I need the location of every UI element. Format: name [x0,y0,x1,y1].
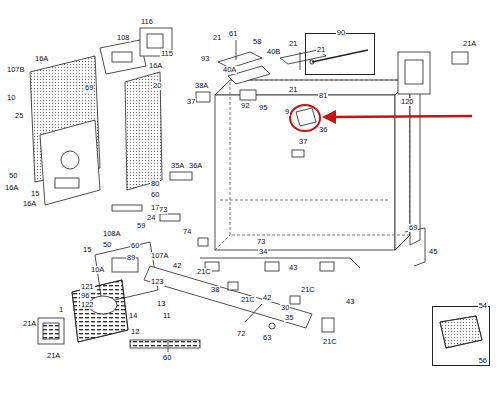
callout-number: 11 [162,312,172,320]
callout-number: 90 [336,29,346,37]
callout-number: 63 [262,334,272,342]
callout-number: 21C [240,296,256,304]
callout-number: 72 [236,330,246,338]
callout-number: 81 [318,92,328,100]
callout-number: 16A [34,55,49,63]
callout-number: 80 [150,180,160,188]
callout-number: 58 [252,38,262,46]
callout-number: 60 [162,354,172,362]
callout-number: 95 [258,104,268,112]
callout-number: 61 [228,30,238,38]
callout-number: 36 [318,126,328,134]
callout-number: 38A [194,82,209,90]
callout-number: 116 [140,18,154,26]
callout-number: 40A [222,66,237,74]
callout-number: 42 [262,294,272,302]
callout-number: 21C [300,286,316,294]
callout-number: 16A [4,184,19,192]
callout-number: 13 [156,300,166,308]
callout-number: 37 [186,98,196,106]
callout-number: 69 [408,224,418,232]
callout-number: 93 [200,55,210,63]
callout-number: 60 [130,242,140,250]
callout-number: 21A [46,352,61,360]
callout-number: 108 [116,34,131,42]
callout-number: 16A [148,62,163,70]
callout-number: 15 [82,246,92,254]
callout-number: 50 [102,241,112,249]
callout-number: 21 [288,86,298,94]
callout-number: 34 [258,248,268,256]
callout-number: 92 [240,102,250,110]
callout-number: 42 [172,262,182,270]
callout-number: 35A [170,162,185,170]
callout-number: 54 [478,302,488,310]
callout-number: 69 [84,84,94,92]
callout-number: 73 [158,206,168,214]
callout-number: 43 [345,298,355,306]
callout-number: 89 [126,254,136,262]
callout-number: 21 [212,34,222,42]
callout-number: 43 [288,264,298,272]
callout-number: 25 [14,112,24,120]
callout-number: 21C [196,268,212,276]
callout-number: 37 [298,138,308,146]
callout-number: 120 [400,98,415,106]
callout-number: 123 [150,278,165,286]
callout-number: 21A [462,40,477,48]
callout-number: 122 [80,301,95,309]
callout-number: 21C [322,338,338,346]
callout-number: 9 [284,108,290,116]
callout-number: 107B [6,66,26,74]
callout-number: 21 [316,46,326,54]
callout-number: 16A [22,200,37,208]
callout-number: 73 [256,238,266,246]
callout-number: 107A [150,252,170,260]
callout-number: 10 [6,94,16,102]
callout-number: 121 [80,283,95,291]
callout-number: 21 [288,40,298,48]
callout-number: 56 [478,357,488,365]
callout-number: 1 [58,306,64,314]
callout-number: 10A [90,266,105,274]
callout-number: 20 [152,82,162,90]
callout-number: 59 [136,222,146,230]
callout-number: 14 [128,312,138,320]
callout-number: 30 [280,304,290,312]
callout-number: 24 [146,214,156,222]
callout-number: 115 [160,50,174,58]
callout-number: 38 [210,286,220,294]
callout-number: 15 [30,190,40,198]
callout-number: 45 [428,248,438,256]
callout-number: 60 [150,191,160,199]
callout-number: 12 [130,328,140,336]
callout-number: 40B [266,48,281,56]
callout-number: 21A [22,320,37,328]
inset-box: 90 [305,33,375,75]
callout-number: 96 [80,292,90,300]
callout-number: 50 [8,172,18,180]
callout-number: 74 [182,228,192,236]
callout-number: 35 [284,314,294,322]
inset-box: 5456 [432,306,490,366]
callout-number: 108A [102,230,122,238]
callout-number: 36A [188,162,203,170]
